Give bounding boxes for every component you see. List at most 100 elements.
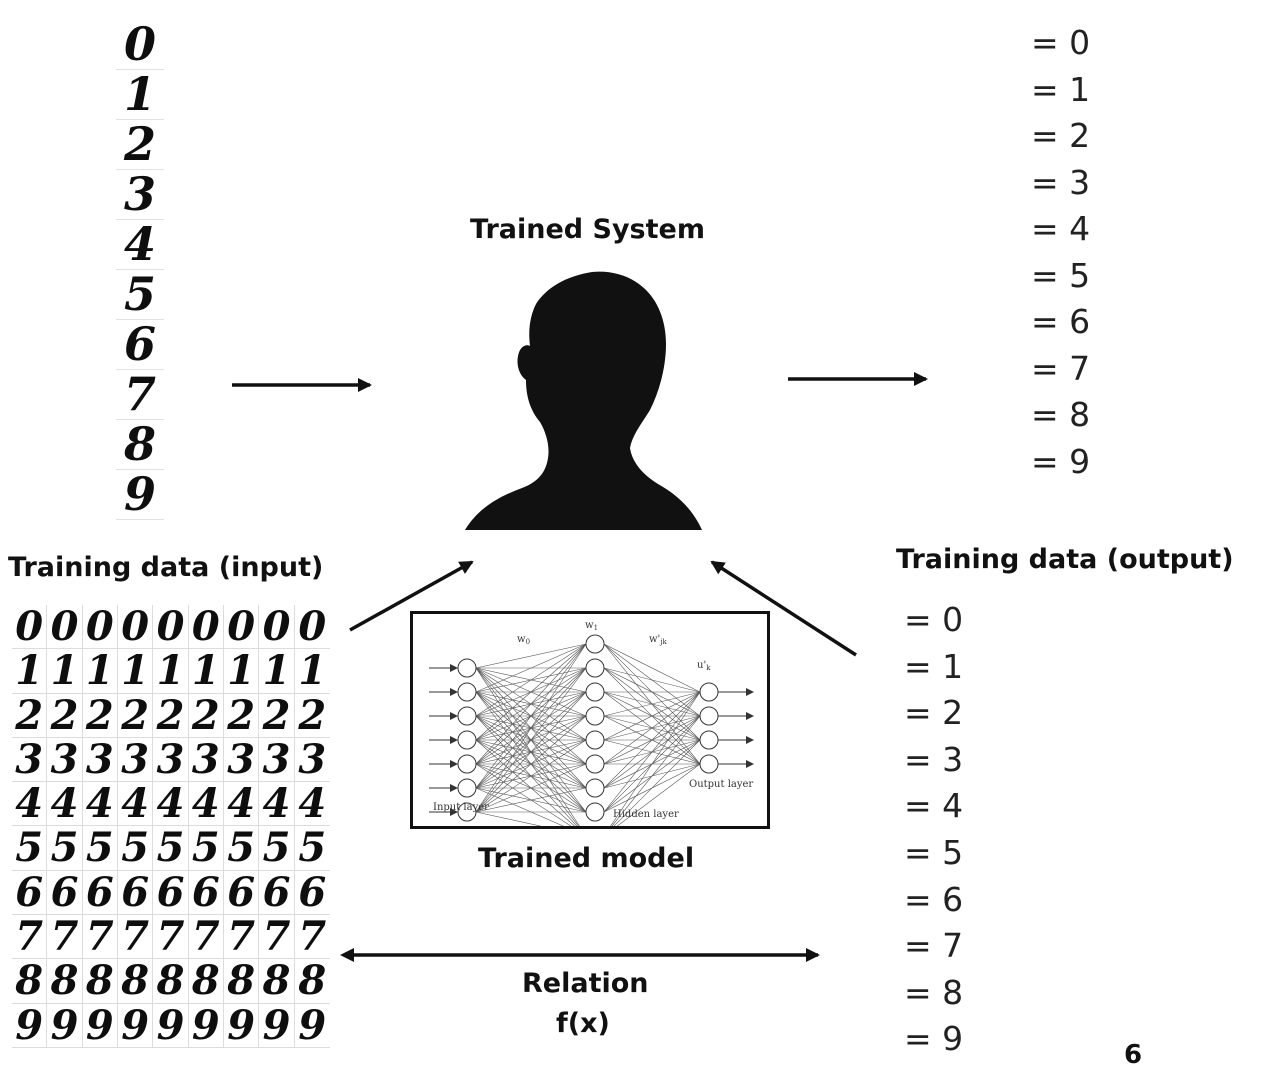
test-digit: 6 <box>116 320 164 370</box>
training-digit-cell: 6 <box>294 871 330 916</box>
hidden-node <box>585 634 605 654</box>
training-digit-cell: 4 <box>294 782 330 827</box>
network-connection <box>475 643 587 765</box>
training-digit-cell: 1 <box>47 649 83 694</box>
training-digit-cell: 2 <box>47 693 83 738</box>
output-row: = 3 <box>1031 162 1091 202</box>
training-digit-cell: 0 <box>223 605 260 650</box>
output-row: = 4 <box>1031 209 1091 248</box>
test-digit: 8 <box>116 420 164 470</box>
network-connection <box>616 763 701 826</box>
training-digit-cell: 2 <box>153 693 189 738</box>
hidden-node <box>585 682 605 702</box>
training-digit-cell: 8 <box>153 959 189 1004</box>
network-connection <box>603 691 701 765</box>
training-digit-cell: 5 <box>153 826 189 871</box>
training-digit-cell: 9 <box>12 1003 48 1048</box>
input-layer-label: Input layer <box>433 802 489 813</box>
training-digit-cell: 1 <box>117 649 154 694</box>
network-connection <box>475 787 587 813</box>
training-digit-cell: 7 <box>294 915 330 960</box>
training-digit-cell: 9 <box>259 1003 295 1048</box>
network-connection <box>475 667 587 813</box>
training-digit-cell: 2 <box>12 693 48 738</box>
training-digit-cell: 5 <box>223 826 260 871</box>
training-digit-cell: 0 <box>259 605 295 650</box>
output-row: = 2 <box>904 693 964 733</box>
output-row: = 0 <box>1031 23 1091 62</box>
training-digit-cell: 9 <box>47 1003 83 1048</box>
training-output-label: Training data (output) <box>896 544 1234 575</box>
output-node <box>699 682 719 702</box>
training-digit-cell: 7 <box>82 915 118 960</box>
hidden-layer-label: Hidden layer <box>613 809 679 820</box>
network-connection <box>475 643 587 693</box>
neural-network-diagram: w0 w1 w'jk u'k Input layer Hidden layer … <box>429 620 754 826</box>
training-digit-cell: 4 <box>47 782 83 827</box>
training-digit-cell: 7 <box>12 915 48 960</box>
network-connection <box>475 643 587 669</box>
training-digit-cell: 6 <box>188 870 224 916</box>
wp-label: w'jk <box>649 634 667 646</box>
output-row: = 5 <box>904 832 964 872</box>
training-digit-cell: 9 <box>82 1003 118 1048</box>
output-node <box>699 754 719 774</box>
hidden-node <box>585 658 605 678</box>
network-connection <box>610 691 701 826</box>
training-digit-cell: 5 <box>82 826 118 871</box>
training-digit-cell: 6 <box>82 870 118 916</box>
training-digit-cell: 6 <box>153 870 189 916</box>
training-digit-cell: 7 <box>188 915 224 960</box>
w0-label: w0 <box>517 634 530 646</box>
output-label-list: = 0= 1= 2= 3= 4= 5= 6= 7= 8= 9 <box>1031 20 1090 485</box>
training-digit-cell: 4 <box>188 782 224 827</box>
relation-fx-label: f(x) <box>556 1008 610 1039</box>
hidden-node <box>585 802 605 822</box>
training-digit-cell: 6 <box>223 870 260 916</box>
output-row: = 3 <box>904 739 964 779</box>
training-digit-cell: 2 <box>82 693 118 738</box>
training-digit-cell: 4 <box>82 782 118 827</box>
training-input-arrow <box>349 560 474 632</box>
w1-label: w1 <box>585 620 598 632</box>
output-row: = 1 <box>1031 69 1091 109</box>
network-connection <box>475 643 587 741</box>
hidden-node <box>585 754 605 774</box>
training-digit-cell: 9 <box>153 1003 189 1048</box>
training-digit-cell: 4 <box>223 782 260 827</box>
test-digit: 2 <box>116 120 164 170</box>
trained-model-box: w0 w1 w'jk u'k Input layer Hidden layer … <box>410 611 770 829</box>
input-node <box>457 778 477 798</box>
training-digit-cell: 8 <box>294 959 330 1004</box>
output-row: = 9 <box>1031 441 1091 481</box>
training-digit-cell: 3 <box>259 737 295 783</box>
training-digit-cell: 7 <box>117 915 154 960</box>
training-input-label: Training data (input) <box>8 552 324 583</box>
training-digit-cell: 2 <box>223 693 260 738</box>
training-digit-cell: 8 <box>82 959 118 1004</box>
training-digit-cell: 7 <box>259 915 295 960</box>
training-digit-cell: 5 <box>117 826 154 871</box>
training-digit-cell: 7 <box>47 915 83 960</box>
network-connection <box>475 643 587 717</box>
training-digit-cell: 5 <box>12 826 48 871</box>
training-digit-cell: 8 <box>12 959 48 1004</box>
trained-model-label: Trained model <box>478 843 695 874</box>
page-number: 6 <box>1124 1040 1143 1070</box>
uk-label: u'k <box>697 660 711 672</box>
training-digit-cell: 3 <box>117 737 154 783</box>
network-connection <box>613 739 701 826</box>
network-connection <box>475 691 587 813</box>
training-digit-cell: 9 <box>188 1003 224 1048</box>
training-digit-cell: 5 <box>47 826 83 871</box>
training-digit-cell: 6 <box>47 870 83 916</box>
training-digit-cell: 3 <box>47 737 83 783</box>
training-digit-cell: 2 <box>259 693 295 738</box>
training-digit-cell: 4 <box>259 782 295 827</box>
training-digit-cell: 2 <box>117 693 154 738</box>
training-digit-cell: 1 <box>259 649 295 694</box>
output-layer-label: Output layer <box>689 779 753 790</box>
training-digit-cell: 1 <box>82 649 118 694</box>
test-digit: 0 <box>116 20 164 70</box>
